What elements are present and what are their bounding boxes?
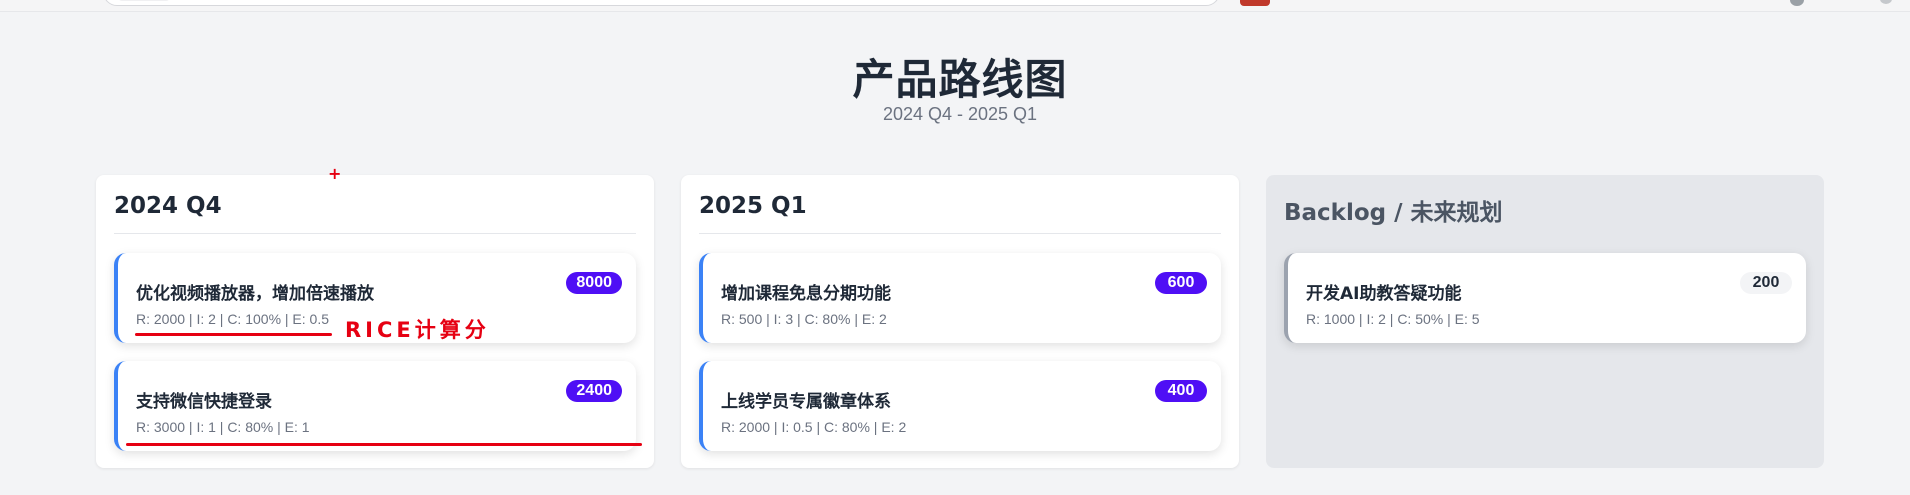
card-title: 增加课程免息分期功能 xyxy=(721,284,891,304)
annotation-label: RICE计算分 xyxy=(345,318,490,342)
card-rice-meta: R: 2000 | I: 2 | C: 100% | E: 0.5 xyxy=(136,311,330,327)
annotation-underline xyxy=(126,443,642,446)
address-chip xyxy=(118,0,170,1)
card-rice-meta: R: 1000 | I: 2 | C: 50% | E: 5 xyxy=(1306,311,1480,327)
profile-avatar-icon[interactable] xyxy=(1790,0,1804,6)
menu-icon[interactable] xyxy=(1880,0,1892,4)
score-badge: 8000 xyxy=(566,272,622,294)
browser-top-strip xyxy=(0,0,1910,12)
column-2024-q4: 2024 Q4 优化视频播放器，增加倍速播放 R: 2000 | I: 2 | … xyxy=(96,175,654,468)
roadmap-card[interactable]: 增加课程免息分期功能 R: 500 | I: 3 | C: 80% | E: 2… xyxy=(699,253,1221,343)
roadmap-card[interactable]: 开发AI助教答疑功能 R: 1000 | I: 2 | C: 50% | E: … xyxy=(1284,253,1806,343)
card-title: 开发AI助教答疑功能 xyxy=(1306,284,1462,304)
score-badge: 400 xyxy=(1155,380,1207,402)
annotation-underline xyxy=(135,333,332,336)
roadmap-card[interactable]: 上线学员专属徽章体系 R: 2000 | I: 0.5 | C: 80% | E… xyxy=(699,361,1221,451)
column-2025-q1: 2025 Q1 增加课程免息分期功能 R: 500 | I: 3 | C: 80… xyxy=(681,175,1239,468)
roadmap-card[interactable]: 优化视频播放器，增加倍速播放 R: 2000 | I: 2 | C: 100% … xyxy=(114,253,636,343)
page-subtitle: 2024 Q4 - 2025 Q1 xyxy=(882,104,1038,124)
address-bar[interactable] xyxy=(103,0,1220,6)
card-rice-meta: R: 3000 | I: 1 | C: 80% | E: 1 xyxy=(136,419,310,435)
card-rice-meta: R: 500 | I: 3 | C: 80% | E: 2 xyxy=(721,311,887,327)
column-divider xyxy=(114,233,636,234)
card-rice-meta: R: 2000 | I: 0.5 | C: 80% | E: 2 xyxy=(721,419,907,435)
score-badge: 200 xyxy=(1740,272,1792,294)
extension-badge-icon[interactable] xyxy=(1240,0,1270,6)
score-badge: 600 xyxy=(1155,272,1207,294)
page-title: 产品路线图 xyxy=(852,55,1068,104)
roadmap-card[interactable]: 支持微信快捷登录 R: 3000 | I: 1 | C: 80% | E: 1 … xyxy=(114,361,636,451)
card-title: 支持微信快捷登录 xyxy=(136,392,272,412)
column-title: Backlog / 未来规划 xyxy=(1284,200,1503,226)
card-title: 上线学员专属徽章体系 xyxy=(721,392,891,412)
card-title: 优化视频播放器，增加倍速播放 xyxy=(136,284,374,304)
score-badge: 2400 xyxy=(566,380,622,402)
column-title: 2025 Q1 xyxy=(699,193,807,219)
column-title: 2024 Q4 xyxy=(114,193,222,219)
column-backlog: Backlog / 未来规划 开发AI助教答疑功能 R: 1000 | I: 2… xyxy=(1266,175,1824,468)
column-divider xyxy=(699,233,1221,234)
annotation-plus-marker: + xyxy=(328,164,342,183)
